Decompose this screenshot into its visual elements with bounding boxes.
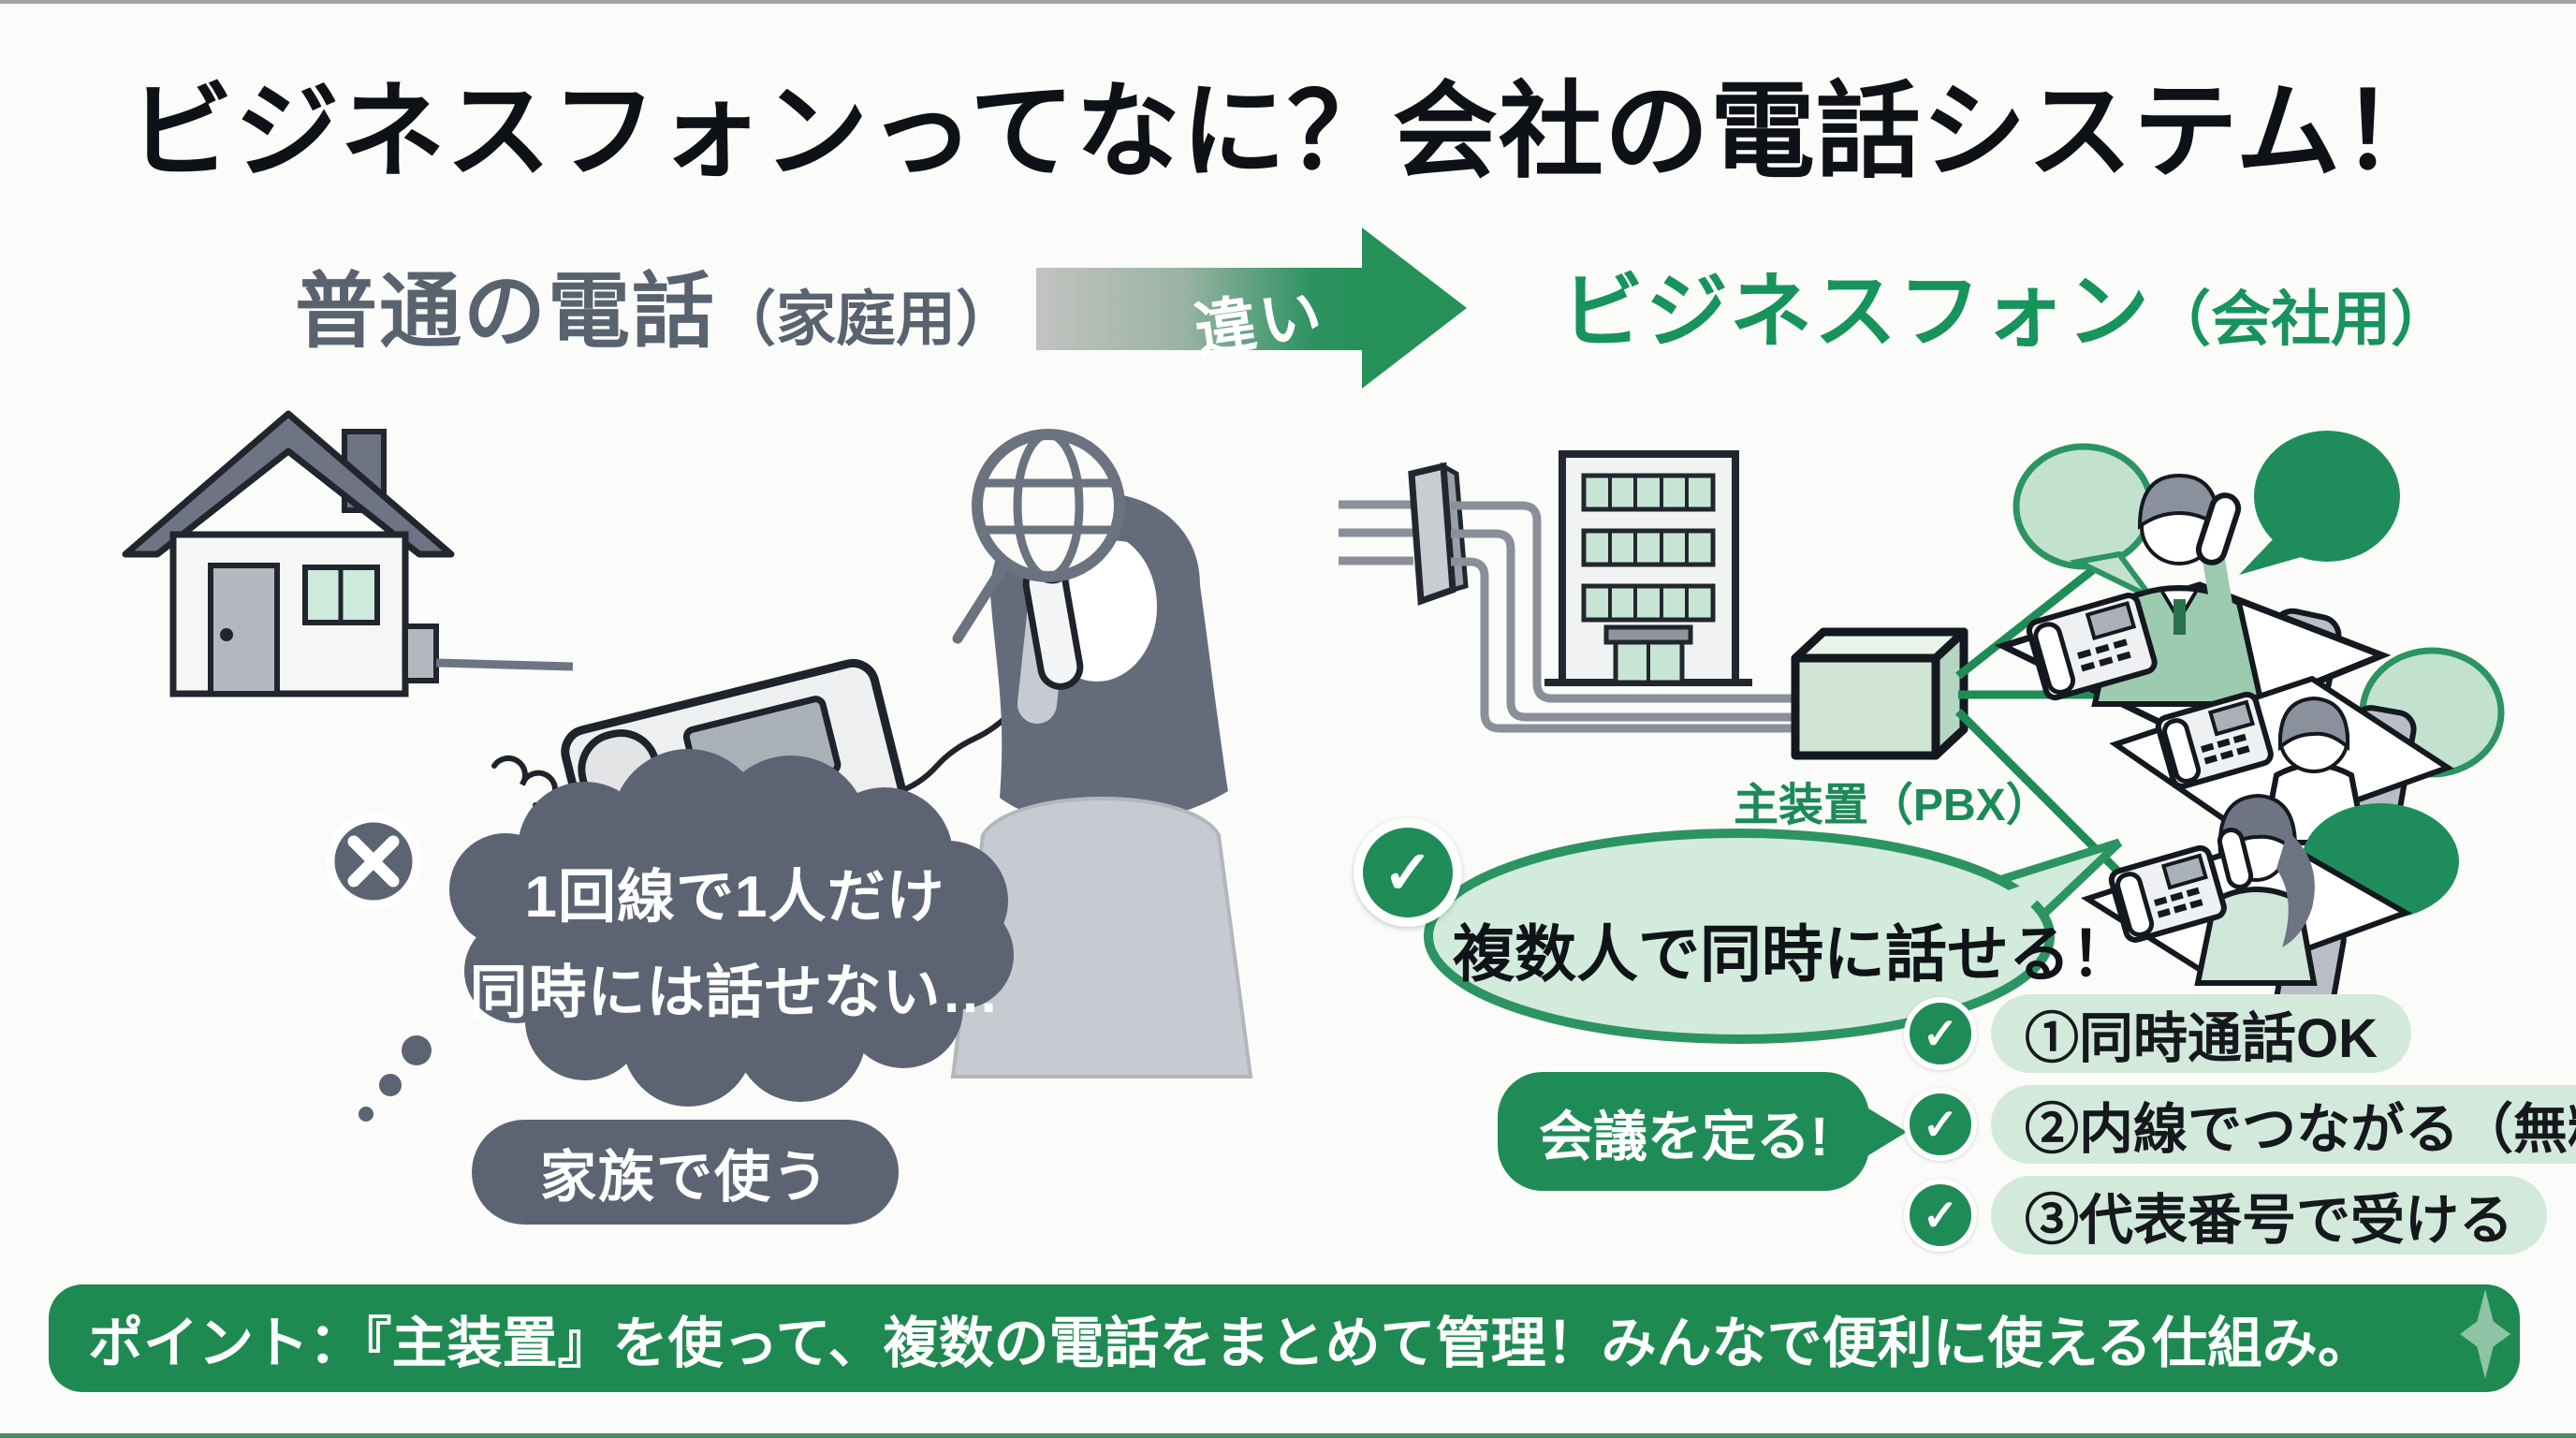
trunk-lines [1339,500,1413,565]
benefit-bubble-icon [1424,829,2123,1044]
sparkle-icon [2460,1289,2510,1379]
wall-terminal-icon [1408,462,1469,606]
feature-list: ✓ ①同時通話OK ✓ ②内線でつながる（無料） ✓ ③代表番号で受ける [1904,994,2576,1255]
home-phone-heading: 普通の電話（家庭用） [295,245,1016,364]
feature-row: ✓ ①同時通話OK [1904,994,2576,1073]
feature-row: ✓ ②内線でつながる（無料） [1904,1085,2576,1164]
feature-label: ①同時通話OK [1991,994,2412,1073]
office-building-icon [1544,450,1752,686]
thought-dots [359,1035,432,1122]
speech-bubble-solid-icon [2254,431,2400,562]
desk-phone-small-icon [2026,593,2158,701]
problem-line-2: 同時には話せない… [469,961,1001,1025]
pbx-box-icon [1791,627,1969,760]
check-icon: ✓ [1904,997,1977,1070]
scan-artifact-bottom [0,1433,2576,1438]
difference-arrow-icon: 違い [1036,227,1467,389]
desk-phone-small-icon [2155,691,2274,789]
home-phone-subtitle: （家庭用） [716,286,1017,353]
feature-label: ③代表番号で受ける [1991,1176,2548,1255]
check-icon: ✓ [1354,818,1462,927]
x-mark-icon [326,814,421,909]
worker-3-group [2080,793,2459,1020]
home-phone-illustration [122,410,1253,1122]
meeting-badge: 会議を定る! [1498,1072,1908,1191]
pbx-cables [1451,501,1797,733]
business-phone-subtitle: （会社用） [2151,286,2452,353]
problem-line-1: 1回線で1人だけ [524,865,945,930]
problem-bubble-text: 1回線で1人だけ 同時には話せない… [454,850,1016,1041]
page-title: ビジネスフォンってなに？会社の電話システム！ [128,73,2448,190]
business-phone-heading: ビジネスフォン（会社用） [1561,245,2451,364]
feature-row: ✓ ③代表番号で受ける [1904,1176,2576,1255]
business-phone-illustration [1339,431,2505,1044]
house-icon [122,410,574,697]
point-text: ポイント：『主装置』を使って、複数の電話をまとめて管理！みんなで便利に使える仕組… [88,1313,2373,1374]
speech-bubble-outline-icon [2012,443,2155,570]
desk-phone-small-icon [2108,844,2227,943]
family-usage-pill: 家族で使う [472,1120,899,1225]
thought-cloud-icon [449,749,1014,1107]
globe-icon [952,429,1125,644]
arrow-body [1036,268,1362,350]
check-icon: ✓ [1904,1179,1977,1252]
feature-label: ②内線でつながる（無料） [1991,1085,2576,1164]
check-icon: ✓ [1904,1088,1977,1161]
arrow-head [1362,227,1467,389]
point-footer: ポイント：『主装置』を使って、複数の電話をまとめて管理！みんなで便利に使える仕組… [49,1284,2520,1392]
scan-artifact-top [0,0,2576,4]
arrow-label: 違い [1190,278,1330,366]
worker-1-group [1994,431,2400,739]
pbx-label: 主装置（PBX） [1734,781,2051,830]
business-phone-title: ビジネスフォン [1561,265,2152,358]
benefit-bubble-text: 複数人で同時に話せる！ [1453,919,2132,989]
home-phone-title: 普通の電話 [295,265,717,358]
